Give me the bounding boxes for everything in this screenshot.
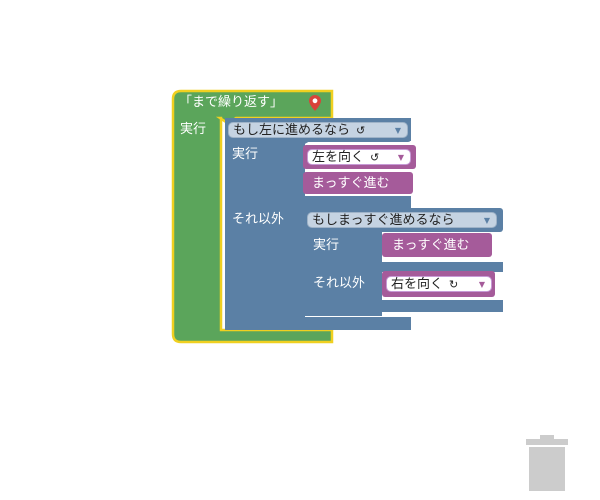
outer-if-condition-label: もし左に進めるなら (233, 123, 351, 138)
chevron-down-icon: ▼ (478, 280, 485, 289)
turn-left-label: 左を向く (312, 150, 365, 165)
turn-right-dropdown[interactable]: 右を向く ↻ ▼ (386, 276, 492, 292)
inner-if-condition-dropdown[interactable]: もしまっすぐ進めるなら ▼ (307, 212, 497, 228)
inner-if-mid-bar (304, 262, 503, 272)
move-forward-block-2[interactable] (382, 233, 492, 257)
trash-can-icon[interactable] (526, 435, 568, 491)
chevron-down-icon: ▼ (397, 153, 404, 162)
outer-if-bottom-bar (225, 317, 411, 329)
turn-left-icon: ↺ (370, 151, 380, 164)
turn-right-label: 右を向く (391, 277, 444, 292)
turn-left-dropdown[interactable]: 左を向く ↺ ▼ (307, 149, 411, 165)
inner-if-condition-label: もしまっすぐ進めるなら (312, 213, 455, 228)
map-pin-icon (309, 95, 321, 111)
outer-if-mid-bar (225, 196, 411, 208)
loop-title: 「まで繰り返す」 (179, 95, 284, 110)
inner-if-bottom-bar (304, 300, 503, 312)
move-forward-label-1: まっすぐ進む (312, 176, 390, 191)
turn-right-icon: ↻ (449, 278, 459, 291)
move-forward-block-1[interactable] (303, 172, 413, 194)
outer-if-do-label: 実行 (232, 147, 259, 162)
chevron-down-icon: ▼ (394, 126, 401, 135)
repeat-until-block[interactable] (171, 89, 334, 344)
loop-do-label: 実行 (180, 122, 207, 137)
inner-if-else-label: それ以外 (313, 276, 366, 291)
outer-if-condition-dropdown[interactable]: もし左に進めるなら ↺ ▼ (228, 122, 408, 138)
chevron-down-icon: ▼ (483, 216, 490, 225)
move-forward-label-2: まっすぐ進む (392, 238, 470, 253)
turn-left-icon: ↺ (356, 124, 366, 137)
outer-if-body (225, 118, 305, 330)
inner-if-do-label: 実行 (313, 238, 340, 253)
outer-if-else-label: それ以外 (232, 212, 285, 227)
